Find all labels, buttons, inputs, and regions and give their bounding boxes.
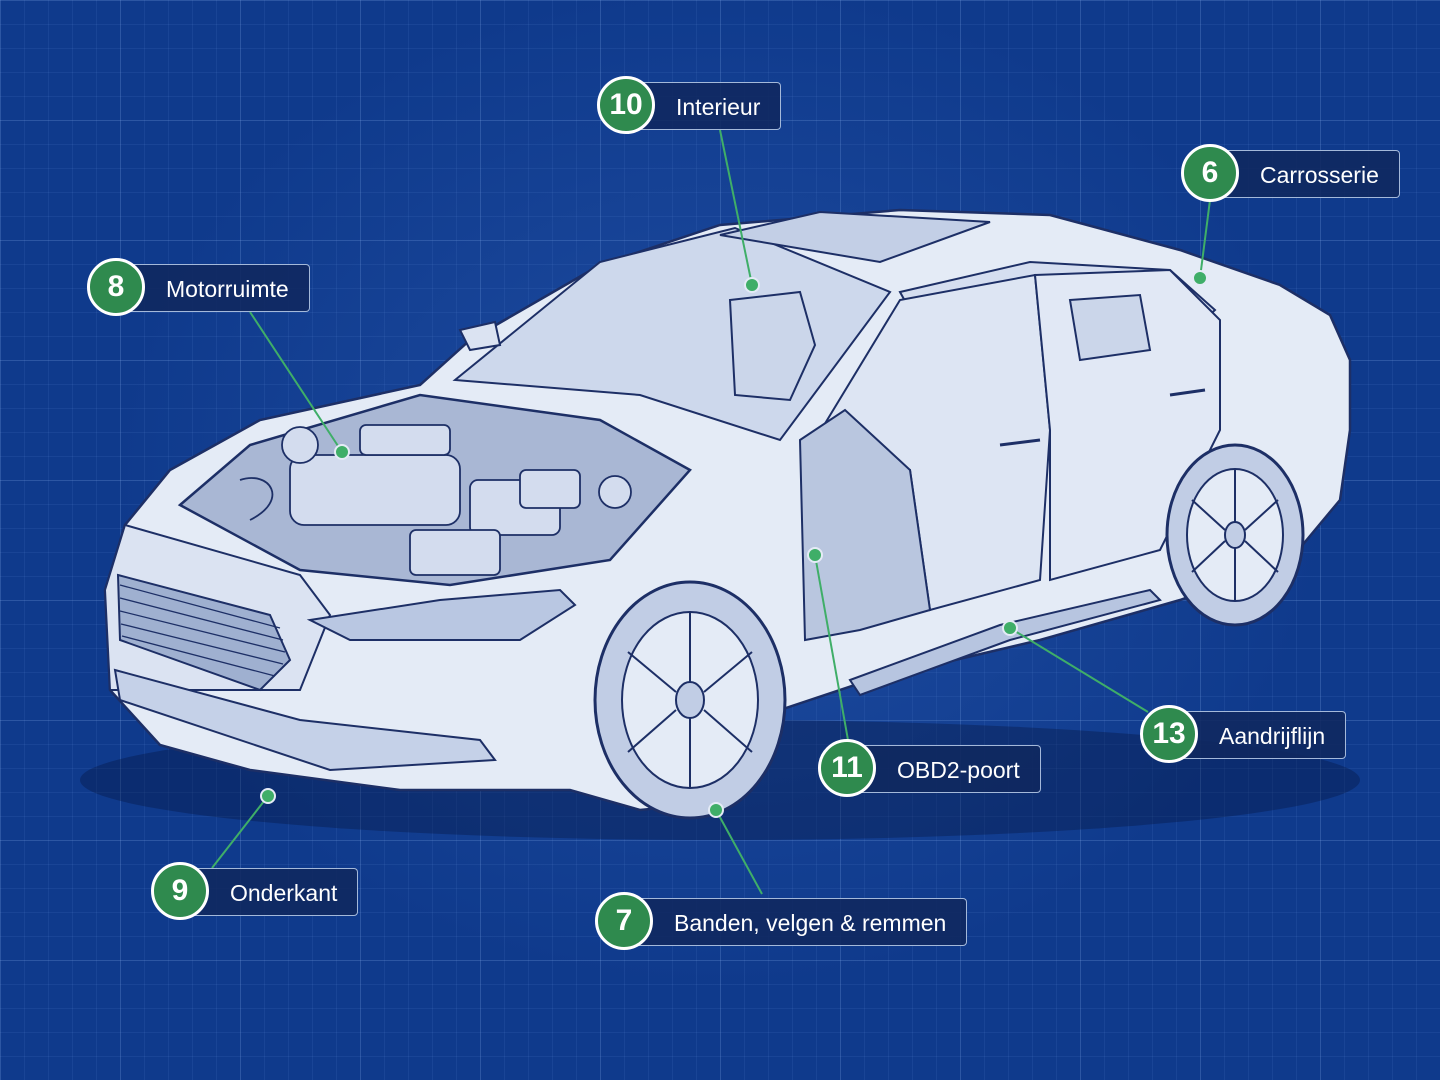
callout-number-badge: 7: [595, 892, 653, 950]
front-wheel: [593, 580, 787, 820]
callout-number-badge: 11: [818, 739, 876, 797]
leader-interieur: [719, 129, 753, 286]
leader-banden: [715, 809, 763, 895]
rear-wheel: [1165, 443, 1305, 627]
anchor-onderkant: [260, 788, 276, 804]
door-opening: [798, 408, 932, 642]
sunroof: [719, 210, 991, 264]
callout-label: Motorruimte: [115, 264, 310, 312]
leader-lines: [211, 129, 1211, 895]
anchor-motorruimte: [334, 444, 350, 460]
front-seat: [728, 290, 817, 402]
callout-number-badge: 13: [1140, 705, 1198, 763]
rear-seat: [1068, 293, 1152, 362]
leader-carrosserie: [1199, 199, 1211, 279]
side-mirror: [458, 320, 502, 352]
callout-number-badge: 6: [1181, 144, 1239, 202]
lower-intake: [113, 668, 497, 772]
callout-label: Carrosserie: [1209, 150, 1400, 198]
leader-aandrijflijn: [1009, 627, 1149, 713]
callout-number-badge: 9: [151, 862, 209, 920]
leader-onderkant: [211, 795, 269, 869]
callout-label: Banden, velgen & remmen: [623, 898, 968, 946]
grille-slats: [119, 584, 286, 677]
callout-number-badge: 8: [87, 258, 145, 316]
headlight: [306, 588, 577, 641]
anchor-aandrijflijn: [1002, 620, 1018, 636]
drivetrain: [848, 588, 1162, 697]
anchor-carrosserie: [1192, 270, 1208, 286]
anchor-banden: [708, 802, 724, 818]
anchor-obd2: [807, 547, 823, 563]
engine-components: [239, 424, 632, 576]
callout-label: OBD2-poort: [846, 745, 1041, 793]
callout-number-badge: 10: [597, 76, 655, 134]
leader-obd2: [814, 554, 849, 741]
leader-motorruimte: [249, 311, 343, 453]
anchor-interieur: [744, 277, 760, 293]
